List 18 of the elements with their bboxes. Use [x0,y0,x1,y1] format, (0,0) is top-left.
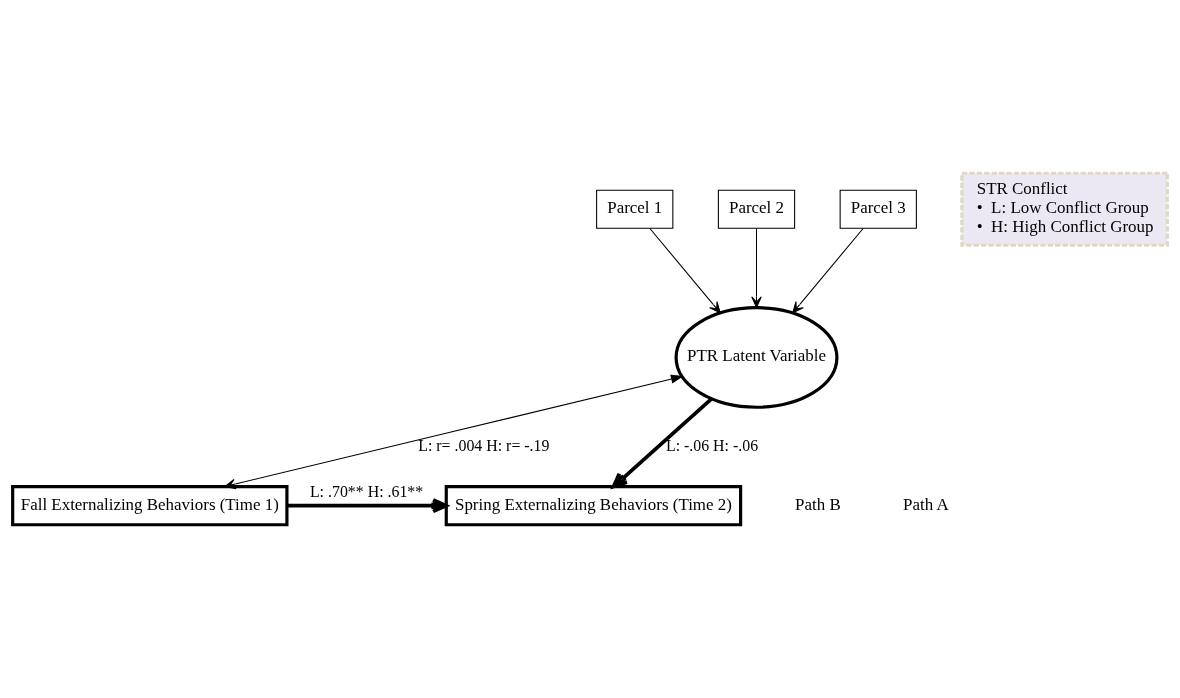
arrow [224,374,684,490]
arrow [649,228,721,314]
node-ellipse: PTR Latent Variable [674,306,839,409]
edge-label: L: r= .004 H: r= -.19 [418,436,550,454]
arrow [611,397,713,489]
label: Path A [903,494,949,514]
node-box: Fall Externalizing Behaviors (Time 1) [11,485,289,527]
edge-label: L: -.06 H: -.06 [665,436,759,454]
arrow [751,228,762,308]
node-box: Parcel 3 [839,189,917,229]
label: Path B [795,494,841,514]
node-box: Parcel 1 [596,189,674,229]
node-box: Spring Externalizing Behaviors (Time 2) [444,485,743,527]
arrow [287,498,448,514]
node-box: Parcel 2 [717,189,796,229]
node-box: STR Conflict • L: Low Conflict Group • H: High Conflict Group [960,171,1169,247]
edge-label: L: .70** H: .61** [309,483,424,501]
arrow [792,228,864,314]
